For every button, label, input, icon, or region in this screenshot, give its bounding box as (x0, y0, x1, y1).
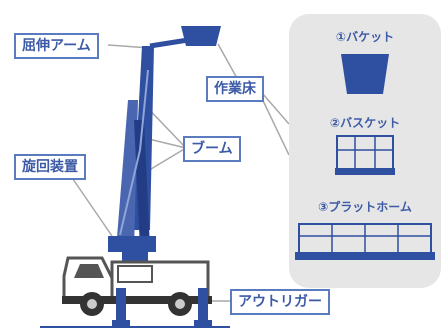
platform-illustration (295, 223, 435, 260)
label-outrigger: アウトリガー (230, 289, 330, 315)
label-work-floor: 作業床 (206, 76, 264, 102)
bucket-illustration (341, 54, 389, 94)
bucket-shape (181, 26, 221, 46)
boom-sections (116, 46, 154, 250)
work-floor-types-panel: ①バケット ②バスケット ③プラットホーム (289, 14, 441, 288)
panel-label-platform: ③プラットホーム (318, 200, 412, 214)
outriggers (112, 288, 212, 326)
label-swivel-device: 旋回装置 (14, 154, 86, 180)
label-boom: ブーム (183, 136, 241, 162)
label-telescopic-arm: 屈伸アーム (14, 33, 99, 59)
panel-label-bucket: ①バケット (335, 30, 395, 44)
basket-illustration (335, 135, 395, 175)
panel-label-basket: ②バスケット (329, 116, 401, 130)
truck-wheels (80, 292, 192, 316)
